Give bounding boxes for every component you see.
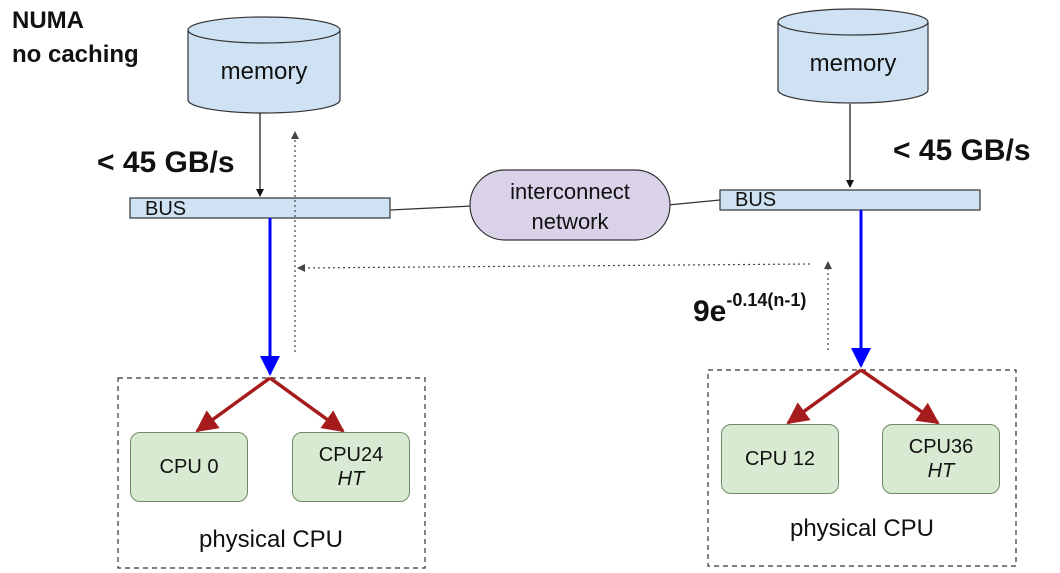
cpu-name: CPU 0 xyxy=(159,456,219,478)
fork-arrow-left-cpu0 xyxy=(195,376,272,433)
cpu-name: CPU36 xyxy=(908,436,974,458)
memory-cylinder-right xyxy=(777,8,929,104)
memory-cylinder-left xyxy=(187,16,341,114)
remote-access-formula: 9e-0.14(n-1) xyxy=(693,287,806,329)
cpu-box-cpu24: CPU24 HT xyxy=(292,432,410,502)
bus-to-network-link-left xyxy=(389,205,473,211)
remote-access-path xyxy=(291,131,832,352)
cpu-box-cpu36: CPU36 HT xyxy=(882,424,1000,494)
cpu-box-cpu0: CPU 0 xyxy=(130,432,248,502)
formula-exponent: -0.14(n-1) xyxy=(726,290,807,310)
cpu-name: CPU 12 xyxy=(744,448,816,470)
interconnect-label-line2: network xyxy=(531,209,609,234)
diagram-title-line2: no caching xyxy=(12,41,139,68)
bandwidth-label-left: < 45 GB/s xyxy=(97,146,235,179)
bus-label-right: BUS xyxy=(735,189,777,211)
bus-to-network-link-right xyxy=(667,199,721,206)
physical-cpu-label-left: physical CPU xyxy=(198,526,344,553)
bus-label-left: BUS xyxy=(145,198,187,220)
cpu-name: CPU24 xyxy=(318,444,384,466)
diagram-title-line1: NUMA xyxy=(12,7,84,34)
hyperthread-tag: HT xyxy=(927,460,955,482)
physical-cpu-label-right: physical CPU xyxy=(789,515,935,542)
memory-label-right: memory xyxy=(809,50,897,77)
hyperthread-tag: HT xyxy=(337,468,365,490)
fork-arrow-left-cpu24 xyxy=(268,376,345,433)
interconnect-network-shape xyxy=(469,169,671,241)
formula-base: 9e xyxy=(693,295,727,328)
bandwidth-label-right: < 45 GB/s xyxy=(893,134,1031,167)
fork-arrow-right-cpu12 xyxy=(786,368,863,425)
memory-label-left: memory xyxy=(220,58,308,85)
fork-arrow-right-cpu36 xyxy=(860,368,940,425)
interconnect-label-line1: interconnect xyxy=(510,179,630,204)
cpu-box-cpu12: CPU 12 xyxy=(721,424,839,494)
bus-bar-left xyxy=(129,197,391,219)
